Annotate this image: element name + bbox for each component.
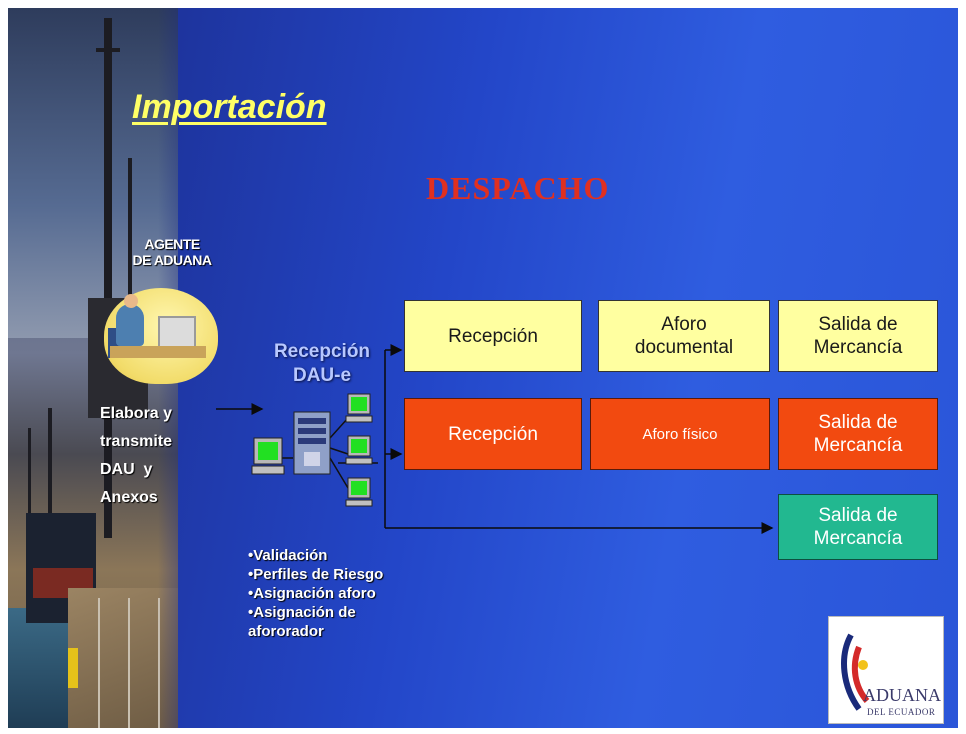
- agent-desk-clipart: [104, 288, 218, 384]
- computer-icon: [345, 435, 373, 465]
- box-salida-red: Salida de Mercancía: [778, 398, 938, 470]
- page-title: Importación: [132, 88, 327, 126]
- box-label-line: Aforo: [661, 314, 707, 335]
- box-label-line: Mercancía: [813, 528, 903, 549]
- box-label-line: documental: [634, 337, 734, 358]
- agent-action-line: transmite: [100, 433, 173, 450]
- reception-line1: Recepción: [273, 341, 371, 362]
- agent-label-line1: AGENTE: [144, 236, 200, 252]
- aduana-logo-icon: ADUANA DEL ECUADOR: [828, 616, 944, 724]
- bullet-item: •Validación: [248, 547, 328, 564]
- diagram-heading: DESPACHO: [426, 170, 610, 206]
- box-label: Recepción: [448, 325, 538, 347]
- logo-subtitle: DEL ECUADOR: [867, 707, 936, 717]
- agent-label: AGENTE DE ADUANA: [112, 236, 232, 268]
- box-recepcion-red: Recepción: [404, 398, 582, 470]
- reception-dau-label: Recepción DAU-e: [262, 340, 382, 388]
- box-label-line: Mercancía: [813, 337, 903, 358]
- bullet-item: •Asignación de: [248, 604, 356, 621]
- port-crane-photo: [8, 8, 178, 728]
- bullet-item: •Perfiles de Riesgo: [248, 566, 384, 583]
- box-label-line: Mercancía: [813, 435, 903, 456]
- box-label-line: Salida de: [818, 412, 898, 433]
- bullet-item: afororador: [248, 623, 324, 640]
- agent-action-line: Anexos: [100, 489, 158, 506]
- computer-icon: [251, 437, 285, 475]
- agent-action-line: DAU y: [100, 461, 153, 478]
- agent-action-line: Elabora y: [100, 405, 173, 422]
- slide: Importación DESPACHO AGENTE DE ADUANA El…: [8, 8, 958, 728]
- box-aforo-fisico: Aforo físico: [590, 398, 770, 470]
- reception-line2: DAU-e: [292, 365, 352, 386]
- bullet-item: •Asignación aforo: [248, 585, 376, 602]
- server-icon: [293, 411, 331, 475]
- box-recepcion-yellow: Recepción: [404, 300, 582, 372]
- box-salida-yellow: Salida de Mercancía: [778, 300, 938, 372]
- validation-bullet-list: •Validación •Perfiles de Riesgo •Asignac…: [248, 546, 428, 641]
- logo-name: ADUANA: [863, 685, 941, 705]
- box-salida-green: Salida de Mercancía: [778, 494, 938, 560]
- box-label-line: Salida de: [818, 505, 898, 526]
- computer-icon: [345, 393, 373, 423]
- agent-action-text: Elabora y transmite DAU y Anexos: [100, 400, 210, 512]
- agent-label-line2: DE ADUANA: [132, 252, 212, 268]
- computer-icon: [345, 477, 373, 507]
- box-aforo-documental: Aforo documental: [598, 300, 770, 372]
- box-label: Recepción: [448, 423, 538, 445]
- box-label: Aforo físico: [642, 425, 718, 443]
- flow-connectors: [216, 344, 774, 534]
- box-label-line: Salida de: [818, 314, 898, 335]
